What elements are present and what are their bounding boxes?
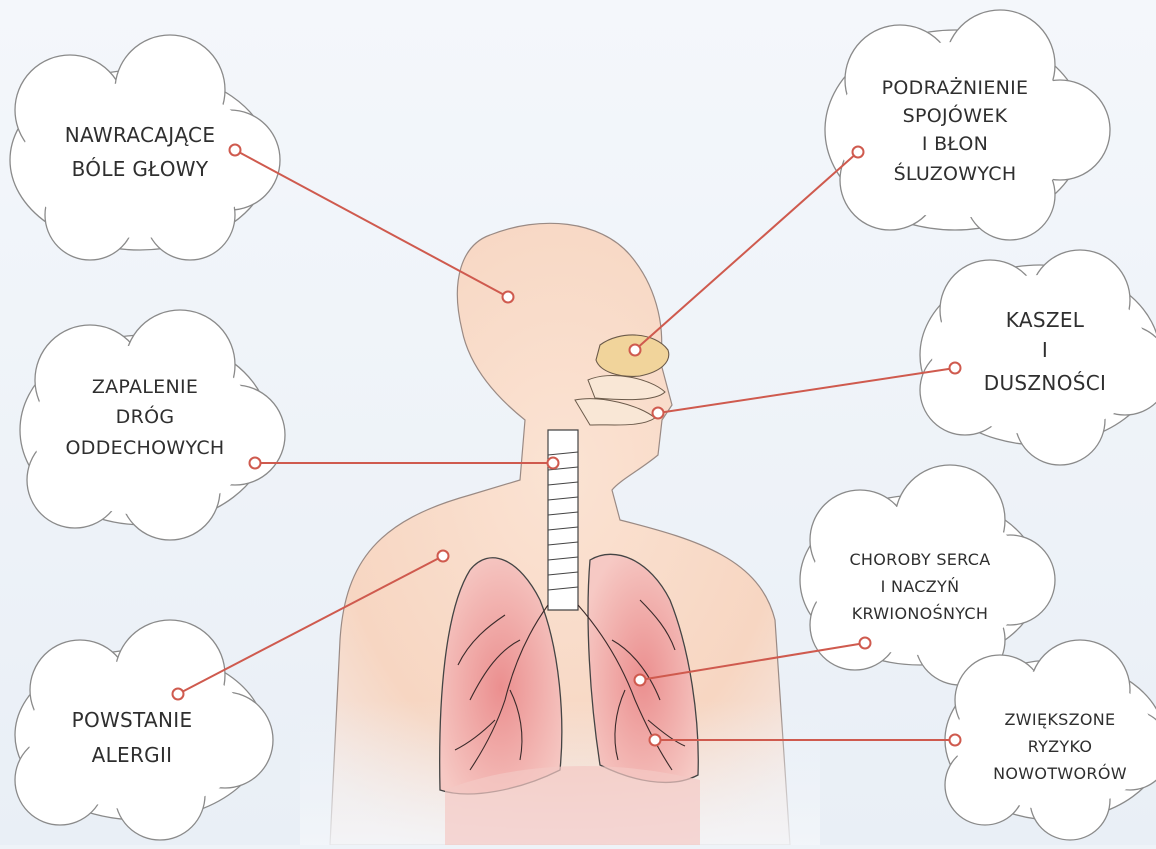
- diaphragm: [445, 766, 700, 845]
- label-headaches-2: BÓLE GŁOWY: [72, 157, 209, 181]
- label-irritation-1: PODRAŻNIENIE: [882, 76, 1029, 99]
- label-cancer-1: ZWIĘKSZONE: [1005, 710, 1116, 729]
- label-heart-3: KRWIONOŚNYCH: [852, 604, 988, 623]
- label-irritation-4: ŚLUZOWYCH: [894, 161, 1017, 185]
- label-cancer-3: NOWOTWORÓW: [993, 764, 1127, 783]
- label-cancer-2: RYZYKO: [1028, 737, 1093, 756]
- label-allergy-2: ALERGII: [92, 743, 173, 767]
- label-irritation-2: SPOJÓWEK: [903, 103, 1008, 127]
- label-irritation-3: I BŁON: [922, 133, 988, 155]
- label-airways-2: DRÓG: [116, 404, 175, 428]
- label-cough-1: KASZEL: [1006, 308, 1085, 332]
- label-heart-1: CHOROBY SERCA: [849, 550, 990, 569]
- label-cough-3: DUSZNOŚCI: [984, 371, 1106, 395]
- label-cough-2: I: [1042, 338, 1048, 362]
- label-airways-1: ZAPALENIE: [92, 376, 198, 398]
- label-allergy-1: POWSTANIE: [72, 708, 193, 732]
- label-airways-3: ODDECHOWYCH: [66, 437, 225, 459]
- label-heart-2: I NACZYŃ: [881, 577, 960, 596]
- label-headaches-1: NAWRACAJĄCE: [65, 123, 216, 147]
